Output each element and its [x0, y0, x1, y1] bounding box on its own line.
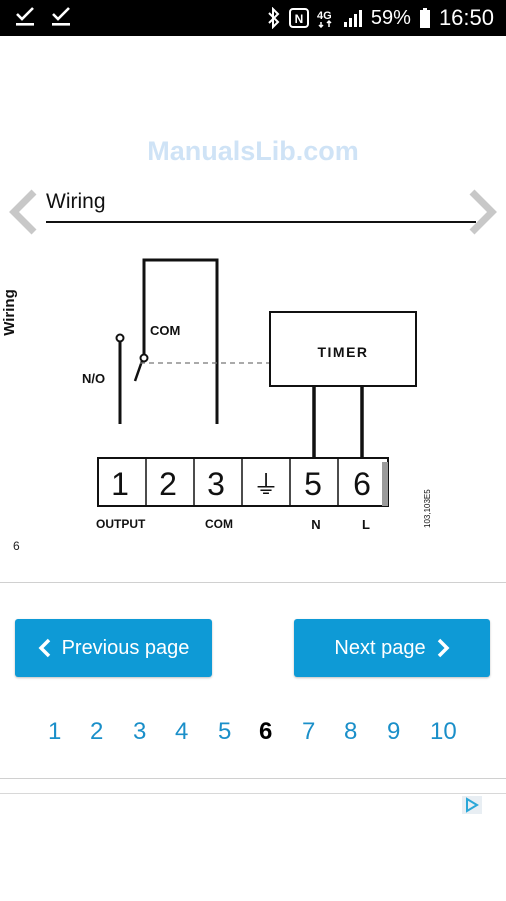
- page-link-3[interactable]: 3: [133, 718, 147, 745]
- svg-text:4G: 4G: [317, 10, 332, 22]
- next-page-label: Next page: [334, 636, 426, 659]
- output-label: OUTPUT: [96, 517, 146, 531]
- figure-code: 103,103E5: [423, 489, 432, 528]
- ad-choices-icon[interactable]: [462, 796, 482, 814]
- page-link-4[interactable]: 4: [175, 718, 189, 745]
- relay-wire: [142, 258, 219, 424]
- page-link-7[interactable]: 7: [302, 718, 316, 745]
- nfc-icon: N: [288, 8, 309, 28]
- battery-percent: 59%: [370, 6, 411, 29]
- status-bar: N 4G 59% 16:50: [0, 0, 506, 36]
- divider: [0, 778, 506, 779]
- timer-box: [269, 311, 417, 387]
- com-bottom-label: COM: [205, 517, 233, 531]
- terminal-1: 1: [111, 466, 129, 502]
- svg-text:N: N: [295, 12, 304, 26]
- clock: 16:50: [438, 5, 494, 30]
- com-label: COM: [150, 323, 180, 338]
- no-contact: [115, 333, 125, 343]
- page-link-8[interactable]: 8: [344, 718, 358, 745]
- l-label: L: [362, 517, 370, 532]
- terminal-6: 6: [353, 466, 371, 502]
- page-link-1[interactable]: 1: [48, 718, 62, 745]
- watermark: ManualsLib.com: [147, 136, 359, 166]
- page-number: 6: [13, 539, 20, 553]
- timer-label: TIMER: [317, 344, 368, 360]
- terminal-5: 5: [304, 466, 322, 502]
- 4g-icon: 4G: [317, 10, 332, 28]
- manual-page: ManualsLib.com Wiring Wiring COM N/O TIM…: [0, 36, 506, 582]
- page-link-6-current: 6: [259, 718, 273, 745]
- page-link-9[interactable]: 9: [387, 718, 401, 745]
- previous-page-label: Previous page: [61, 636, 190, 659]
- switch-arm: [133, 360, 144, 382]
- chevron-right-icon[interactable]: [464, 188, 500, 236]
- check-icon: [52, 7, 70, 26]
- divider: [0, 582, 506, 583]
- signal-icon: [343, 10, 362, 27]
- chevron-left-icon: [38, 638, 50, 658]
- chevron-right-icon: [437, 638, 450, 658]
- check-icon: [16, 7, 34, 26]
- ad-banner[interactable]: [0, 793, 506, 901]
- bluetooth-icon: [268, 7, 280, 29]
- terminal-3: 3: [207, 466, 225, 502]
- page-link-5[interactable]: 5: [218, 718, 232, 745]
- com-contact: [139, 353, 149, 363]
- next-page-button[interactable]: Next page: [294, 619, 490, 677]
- heading-underline: [46, 221, 476, 223]
- previous-page-button[interactable]: Previous page: [15, 619, 212, 677]
- section-heading: Wiring: [46, 190, 106, 213]
- chevron-left-icon[interactable]: [6, 188, 42, 236]
- terminal-2: 2: [159, 466, 177, 502]
- wiring-diagram: COM N/O TIMER 1 2 3 ⏚ 5 6 OUTPUT COM N L…: [82, 258, 432, 532]
- pagination: 1 2 3 4 5 6 7 8 9 10: [0, 718, 506, 748]
- no-label: N/O: [82, 371, 105, 386]
- battery-icon: [419, 8, 430, 28]
- terminal-earth: ⏚: [253, 471, 279, 501]
- n-label: N: [311, 517, 320, 532]
- page-link-2[interactable]: 2: [90, 718, 104, 745]
- side-title: Wiring: [0, 289, 18, 336]
- terminal-shadow: [382, 462, 388, 506]
- terminal-block: [97, 457, 389, 507]
- page-link-10[interactable]: 10: [430, 718, 457, 745]
